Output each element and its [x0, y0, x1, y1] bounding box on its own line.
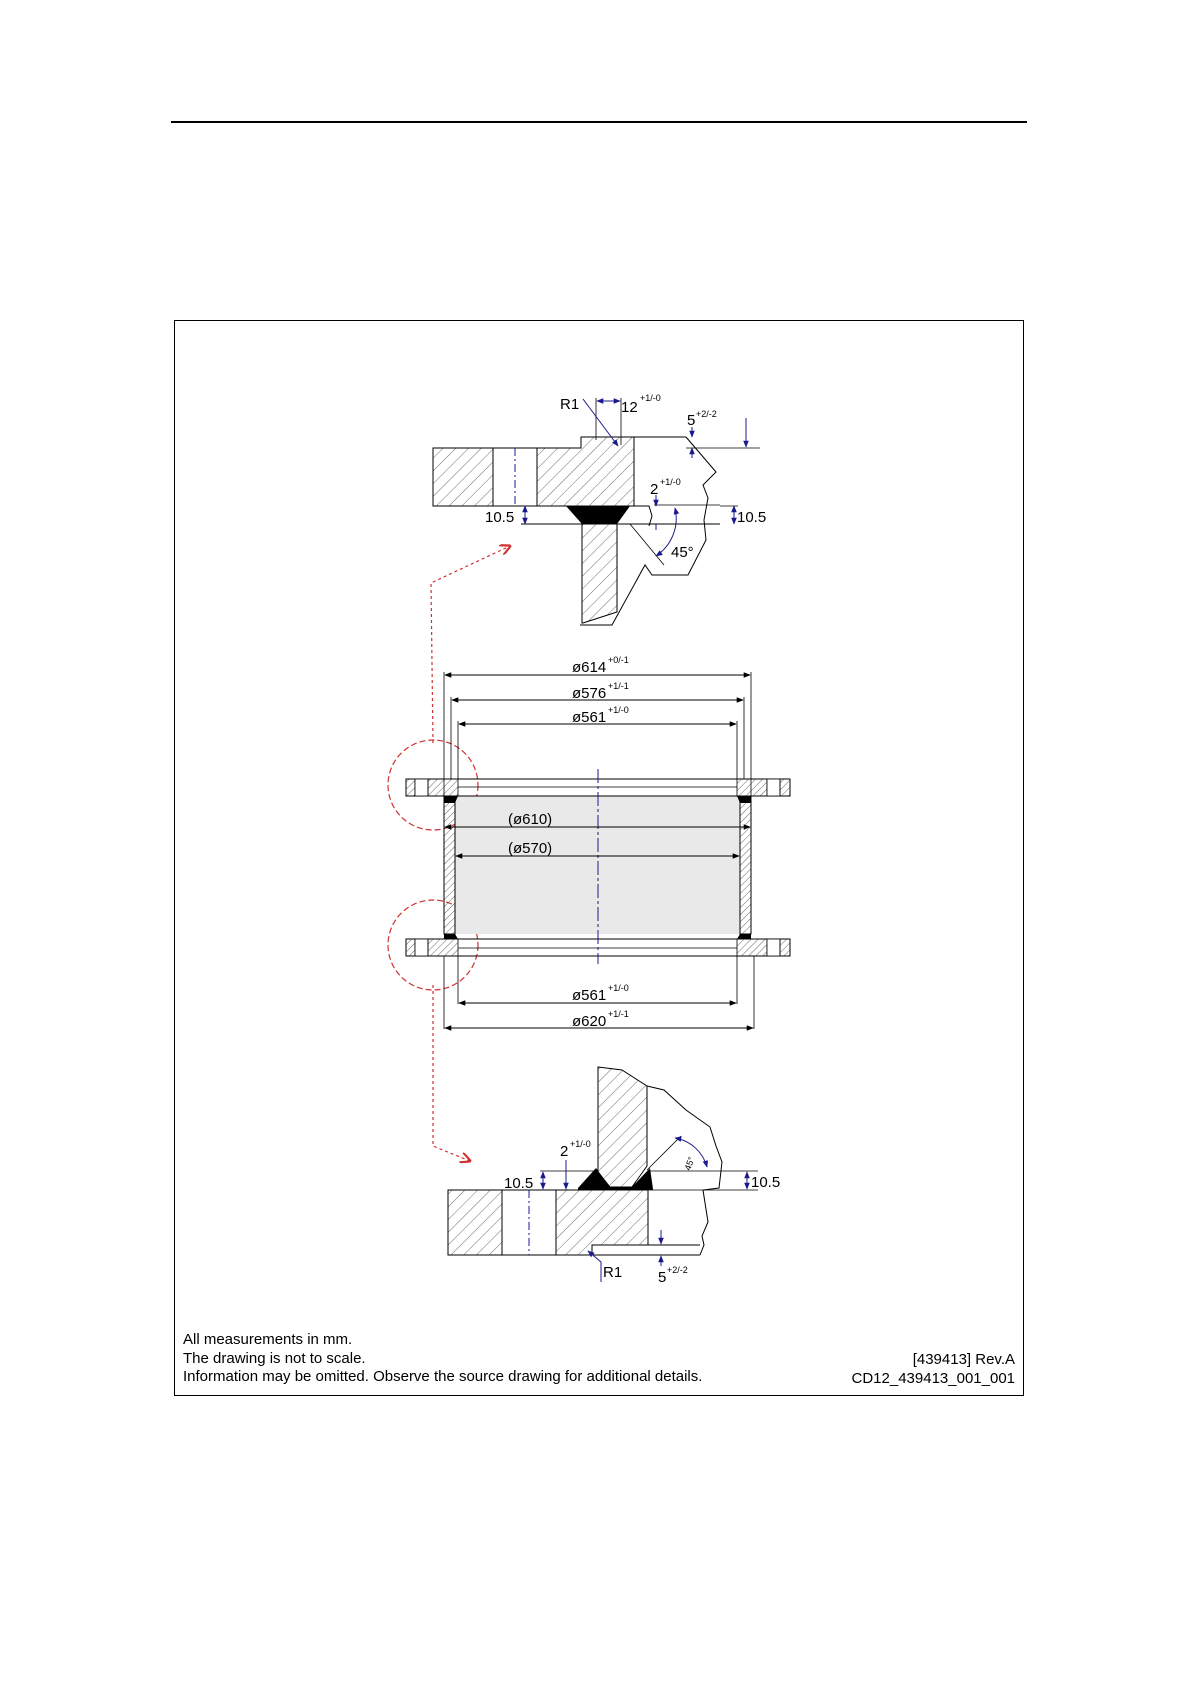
note-omitted: Information may be omitted. Observe the …	[183, 1368, 703, 1385]
angle-arc	[655, 507, 680, 557]
width-tolerance: +1/-0	[640, 393, 661, 403]
gap-label: 2	[650, 481, 658, 498]
detail-top: R1 12 +1/-0 5 +2/-2 2 +1/-0 10.5 10.5 45…	[432, 393, 766, 626]
flange-top-right-section	[736, 778, 768, 797]
flange-bottom-hole-right	[766, 938, 781, 957]
radius-leader	[582, 398, 619, 447]
weld-bead	[566, 506, 630, 524]
detail-leader-bottom	[432, 985, 470, 1161]
flange-top-left-section	[427, 778, 459, 797]
flange-top-hole-right	[766, 778, 781, 797]
flange-bottom-edge	[634, 505, 653, 527]
angle-leg	[629, 523, 665, 566]
flange-section-right	[536, 436, 635, 507]
pipe-wall-section	[597, 1066, 648, 1188]
pipe-wall-right	[739, 795, 752, 935]
dia-flange-inner-top-label: ø561	[572, 709, 606, 726]
weld-bottom-right	[737, 934, 751, 939]
dia-flange-outer-label: ø614	[572, 659, 606, 676]
angle-arc	[674, 1136, 709, 1168]
dia-flange-inner-bottom-label: ø561	[572, 987, 606, 1004]
offset-label: 5	[687, 412, 695, 429]
dia-flange-outer-tolerance: +0/-1	[608, 655, 629, 665]
radius-label: R1	[560, 396, 579, 413]
note-scale: The drawing is not to scale.	[183, 1349, 366, 1367]
angle-label: 45°	[682, 1155, 696, 1172]
break-line	[580, 436, 717, 626]
weld-bead	[578, 1168, 653, 1190]
flange-top-left-outer	[405, 778, 416, 797]
detail-leader-top	[430, 546, 510, 744]
offset-tolerance: +2/-2	[696, 409, 717, 419]
height-right-label: 10.5	[737, 509, 766, 526]
pipe-wall-left	[443, 795, 456, 935]
height-left-label: 10.5	[485, 509, 514, 526]
weld-bottom-left	[444, 934, 458, 939]
dia-flange-inner-top-tolerance: +1/-0	[608, 705, 629, 715]
detail-circle-bottom	[387, 899, 479, 991]
pipe-wall-section	[581, 523, 618, 624]
break-line	[646, 1085, 723, 1256]
drawing-ref: [439413] Rev.A	[912, 1351, 1015, 1368]
flange-bottom-hole-left	[414, 938, 429, 957]
height-left-label: 10.5	[504, 1175, 533, 1192]
dia-bottom-outer-tolerance: +1/-1	[608, 1009, 629, 1019]
flange-bottom-left-section	[427, 938, 459, 957]
dia-bottom-outer-label: ø620	[572, 1013, 606, 1030]
flange-bottom-right-outer	[779, 938, 791, 957]
flange-bottom-left-outer	[405, 938, 416, 957]
dia-flange-mid-label: ø576	[572, 685, 606, 702]
weld-top-right	[737, 796, 751, 803]
main-view: ø614 +0/-1 ø576 +1/-1 ø561 +1/-0 (ø610) …	[405, 655, 791, 1031]
offset-tolerance: +2/-2	[667, 1265, 688, 1275]
detail-circle-top	[387, 739, 479, 831]
height-right-label: 10.5	[751, 1174, 780, 1191]
width-label: 12	[621, 399, 638, 416]
drawing-frame	[174, 320, 1024, 1396]
detail-bottom: 2 +1/-0 10.5 10.5 45° R1 5 +2/-2	[447, 1066, 780, 1286]
flange-section-right	[555, 1189, 649, 1256]
gap-tolerance: +1/-0	[660, 477, 681, 487]
footer-notes: All measurements in mm. The drawing is n…	[183, 1331, 702, 1387]
angle-label: 45°	[671, 544, 694, 561]
drawing-id: CD12_439413_001_001	[851, 1369, 1015, 1387]
angle-leg	[646, 1135, 682, 1171]
flange-top-hole-left	[414, 778, 429, 797]
dia-flange-inner-bottom-tolerance: +1/-0	[608, 983, 629, 993]
dia-flange-mid-tolerance: +1/-1	[608, 681, 629, 691]
dia-pipe-inner-label: (ø570)	[508, 840, 552, 857]
note-units: All measurements in mm.	[183, 1331, 353, 1348]
flange-section-left	[447, 1189, 503, 1256]
radius-leader	[587, 1250, 602, 1282]
drawing-identifier: [439413] Rev.A CD12_439413_001_001	[852, 1351, 1015, 1388]
radius-label: R1	[603, 1264, 622, 1281]
gap-tolerance: +1/-0	[570, 1139, 591, 1149]
flange-bottom-right-section	[736, 938, 768, 957]
header-rule	[171, 121, 1027, 123]
offset-label: 5	[658, 1269, 666, 1286]
flange-section-left	[432, 447, 494, 507]
dia-pipe-outer-label: (ø610)	[508, 811, 552, 828]
weld-top-left	[444, 796, 458, 803]
gap-label: 2	[560, 1143, 568, 1160]
flange-top-right-outer	[779, 778, 791, 797]
